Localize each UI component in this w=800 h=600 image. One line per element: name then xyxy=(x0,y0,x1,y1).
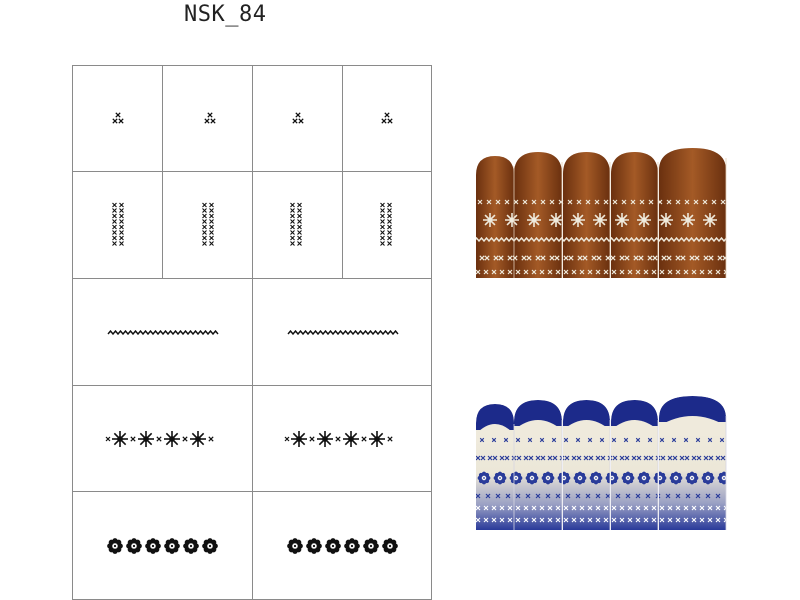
cross-stitch-small-icon xyxy=(381,112,393,124)
cross-stitch-small-icon xyxy=(112,112,124,124)
brown-nail-preview xyxy=(476,148,727,278)
zigzag-stitch-line-icon xyxy=(287,329,399,336)
cross-stitch-column-icon xyxy=(202,202,214,246)
cross-stitch-column-icon xyxy=(112,202,124,246)
blue-nail-preview xyxy=(476,396,727,530)
snowflake-border-icon xyxy=(284,431,393,447)
sticker-cell-cross-1[interactable] xyxy=(73,66,163,172)
flower-row-icon xyxy=(107,538,218,554)
sheet-title: NSK_84 xyxy=(184,2,267,27)
sticker-cell-stitch-1[interactable] xyxy=(73,279,253,386)
sticker-cell-column-3[interactable] xyxy=(253,172,343,279)
sticker-cell-cross-2[interactable] xyxy=(163,66,253,172)
sticker-cell-cross-4[interactable] xyxy=(343,66,432,172)
flower-row-icon xyxy=(287,538,398,554)
sticker-cell-flower-1[interactable] xyxy=(73,492,253,599)
sticker-cell-snowflake-1[interactable] xyxy=(73,386,253,492)
snowflake-border-icon xyxy=(105,431,214,447)
sticker-cell-flower-2[interactable] xyxy=(253,492,432,599)
sticker-cell-column-4[interactable] xyxy=(343,172,432,279)
sticker-cell-column-2[interactable] xyxy=(163,172,253,279)
zigzag-stitch-line-icon xyxy=(107,329,219,336)
sticker-cell-cross-3[interactable] xyxy=(253,66,343,172)
sticker-cell-snowflake-2[interactable] xyxy=(253,386,432,492)
cross-stitch-small-icon xyxy=(204,112,216,124)
sticker-cell-column-1[interactable] xyxy=(73,172,163,279)
cross-stitch-column-icon xyxy=(380,202,392,246)
cross-stitch-column-icon xyxy=(290,202,302,246)
sticker-cell-stitch-2[interactable] xyxy=(253,279,432,386)
cross-stitch-small-icon xyxy=(292,112,304,124)
sticker-sheet xyxy=(72,65,432,600)
